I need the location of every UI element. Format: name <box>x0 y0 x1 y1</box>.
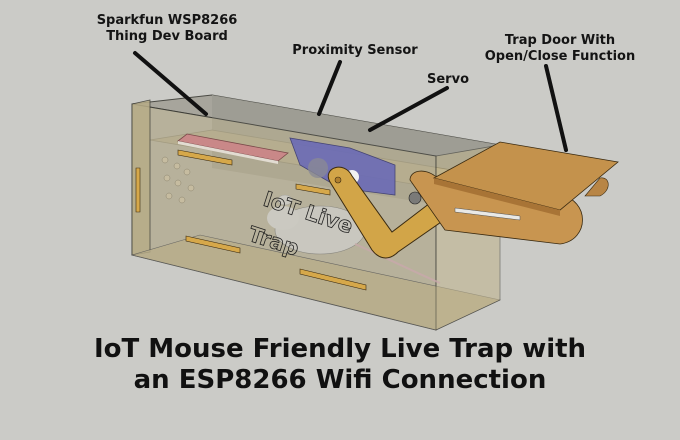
callout-thing-dev-board-line-2: Thing Dev Board <box>106 29 228 44</box>
leader-thing-dev-board <box>133 51 208 116</box>
leader-proximity-sensor <box>317 60 342 116</box>
leader-servo <box>368 86 449 132</box>
trap-door-part <box>408 141 619 245</box>
callout-thing-dev-board: Sparkfun WSP8266 Thing Dev Board <box>82 13 252 45</box>
leader-lines <box>133 51 568 152</box>
callout-servo-line-1: Servo <box>427 72 469 87</box>
callout-thing-dev-board-line-1: Sparkfun WSP8266 <box>96 13 238 28</box>
callout-servo: Servo <box>418 72 478 88</box>
thing-dev-board-part <box>177 133 289 164</box>
callout-trap-door-line-1: Trap Door With <box>504 33 616 48</box>
title-line-2: an ESP8266 Wifi Connection <box>133 365 547 395</box>
title-line-1: IoT Mouse Friendly Live Trap with <box>93 334 587 364</box>
diagram-title: IoT Mouse Friendly Live Trap with an ESP… <box>0 334 680 396</box>
callout-proximity-sensor-line-1: Proximity Sensor <box>292 43 418 58</box>
callout-proximity-sensor: Proximity Sensor <box>280 43 430 59</box>
callout-trap-door-line-2: Open/Close Function <box>484 49 636 64</box>
leader-trap-door <box>544 64 568 152</box>
callout-trap-door: Trap Door With Open/Close Function <box>480 33 640 65</box>
